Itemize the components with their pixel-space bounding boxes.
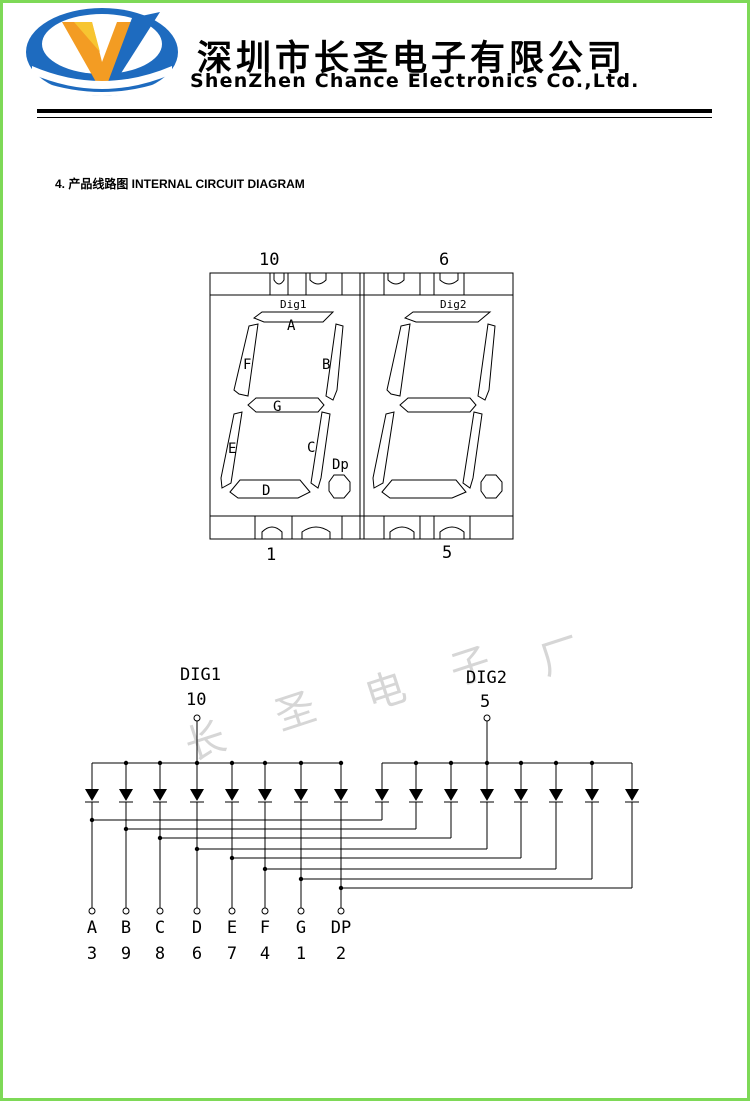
segment-terminal-7 [297,907,305,915]
segment-label-e: E [228,441,236,457]
dig1-diode-1 [85,789,99,801]
package-pin-top-left: 10 [259,250,279,270]
segment-junction-1 [89,817,95,823]
segment-label-g: G [273,399,281,415]
digit2-segments [372,311,503,499]
company-name-english: ShenZhen Chance Electronics Co.,Ltd. [190,70,640,92]
package-pin-bottom-left: 1 [266,545,276,565]
section-title: 4. 产品线路图 INTERNAL CIRCUIT DIAGRAM [55,177,305,191]
dig2-bus-junction [589,760,595,766]
output-label-g: G [296,918,306,938]
package-drawing: 10 6 1 5 Dig1 Dig2 A B F G E C D Dp [209,250,514,565]
segment-terminal-5 [228,907,236,915]
segment-junction-3 [157,835,163,841]
package-pin-bottom-right: 5 [442,543,452,563]
output-label-dp: DP [331,918,351,938]
dig1-diode-8 [334,789,348,801]
dig1-bus-junction [262,760,268,766]
dig2-diode-2 [409,789,423,801]
segment-terminal-2 [122,907,130,915]
dig2-bus-junction [518,760,524,766]
segment-terminal-1 [88,907,96,915]
company-name-chinese: 深圳市长圣电子有限公司 [197,39,627,79]
segment-junction-4 [194,846,200,852]
segment-label-a: A [287,318,296,334]
output-pin-g: 1 [296,944,306,964]
output-pin-c: 8 [155,944,165,964]
dig2-label: DIG2 [466,668,507,688]
segment-terminal-6 [261,907,269,915]
dig2-diode-1 [375,789,389,801]
dig2-pin-number: 5 [480,692,490,712]
dig2-diode-4 [480,789,494,801]
watermark: 长 圣 电 子 厂 [179,629,586,770]
dig1-diode-7 [294,789,308,801]
segment-junction-8 [338,885,344,891]
segment-label-c: C [307,440,315,456]
dig1-bus-junction [338,760,344,766]
segment-junction-7 [298,876,304,882]
segment-label-d: D [262,483,270,499]
dig1-bus-junction [157,760,163,766]
output-pin-b: 9 [121,944,131,964]
dig2-diode-5 [514,789,528,801]
dig2-diode-7 [585,789,599,801]
dig1-bus-junction [298,760,304,766]
output-pin-e: 7 [227,944,237,964]
dig1-pin-number: 10 [186,690,206,710]
segment-label-f: F [243,357,251,373]
dig1-terminal [193,714,201,722]
dig1-label: DIG1 [180,665,221,685]
dig2-diode-8 [625,789,639,801]
dig2-terminal [483,714,491,722]
schematic-diagram: DIG1 10 DIG2 5 A 3 B 9 C 8 D 6 E 7 F 4 G 1 DP 2 [85,665,639,964]
output-label-b: B [121,918,131,938]
output-pin-d: 6 [192,944,202,964]
output-label-c: C [155,918,165,938]
dig1-diode-2 [119,789,133,801]
output-pin-a: 3 [87,944,97,964]
dig2-bus-junction [413,760,419,766]
dig2-diode-6 [549,789,563,801]
segment-junction-6 [262,866,268,872]
segment-terminal-4 [193,907,201,915]
output-pin-f: 4 [260,944,270,964]
dig1-bus-junction [194,760,200,766]
dig1-diode-5 [225,789,239,801]
output-label-e: E [227,918,237,938]
output-label-d: D [192,918,202,938]
digit1-segments [220,311,351,499]
dig1-bus-junction [229,760,235,766]
segment-junction-5 [229,855,235,861]
segment-junction-2 [123,826,129,832]
output-label-a: A [87,918,97,938]
dig2-bus-junction [484,760,490,766]
dig1-diode-3 [153,789,167,801]
digit1-label: Dig1 [280,298,307,311]
company-logo [26,8,178,96]
header-rule-thin [37,117,712,118]
dig1-bus-junction [123,760,129,766]
dig1-diode-4 [190,789,204,801]
package-pin-top-right: 6 [439,250,449,270]
output-pin-dp: 2 [336,944,346,964]
dig2-diode-3 [444,789,458,801]
segment-label-b: B [322,357,330,373]
dig2-bus-junction [448,760,454,766]
segment-terminal-3 [156,907,164,915]
dig1-diode-6 [258,789,272,801]
letterhead: 深圳市长圣电子有限公司 ShenZhen Chance Electronics … [0,0,750,125]
segment-label-dp: Dp [332,457,349,473]
output-label-f: F [260,918,270,938]
header-rule-thick [37,109,712,113]
digit2-label: Dig2 [440,298,467,311]
dig2-bus-junction [553,760,559,766]
segment-terminal-8 [337,907,345,915]
